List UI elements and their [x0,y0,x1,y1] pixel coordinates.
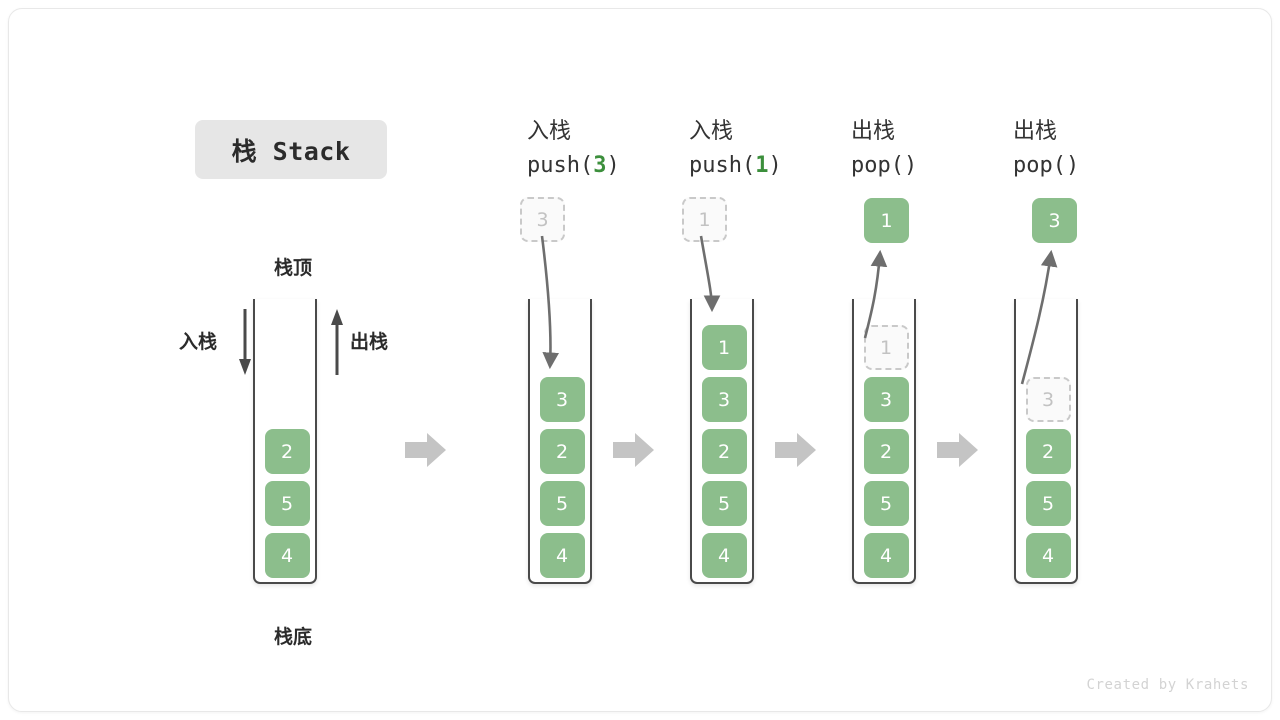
cell-value: 4 [1041,544,1055,567]
stack-cell: 4 [863,533,909,578]
stack-cells-pop-1: 1 3 2 5 4 [854,318,918,578]
stack-container-push-3: 3 2 5 4 [528,299,592,584]
cell-value: 3 [555,388,569,411]
column-header-code: push(3) [527,153,620,178]
cell-value: 3 [536,208,549,231]
stack-cell: 5 [863,481,909,526]
transition-block-arrow-4 [937,433,978,467]
stack-cells-pop-3: 3 2 5 4 [1016,318,1080,578]
stack-cell: 4 [1025,533,1071,578]
column-header-cn: 出栈 [851,119,896,144]
cell-value: 2 [879,440,893,463]
cell-value: 3 [1048,209,1061,232]
cell-value: 1 [879,336,893,359]
stack-cell: 4 [701,533,747,578]
stack-cell: 2 [1025,429,1071,474]
stack-cell: 4 [264,533,310,578]
stack-cells-push-3: 3 2 5 4 [530,370,594,578]
stack-container-pop-1: 1 3 2 5 4 [852,299,916,584]
stack-top-label: 栈顶 [273,257,312,279]
cell-value: 2 [717,440,731,463]
stack-cell: 2 [539,429,585,474]
stack-cell: 1 [701,325,747,370]
column-header-push-3: 入栈 push(3) [527,115,697,183]
cell-value: 4 [280,544,294,567]
stack-cell-ghost: 3 [1025,377,1071,422]
push-direction-arrow-icon [239,309,251,375]
push-side-label: 入栈 [179,331,218,353]
column-header-push-1: 入栈 push(1) [689,115,859,183]
cell-value: 4 [717,544,731,567]
stack-cell-empty [1026,325,1071,370]
stack-cell: 2 [264,429,310,474]
cell-value: 5 [555,492,569,515]
pop-side-label: 出栈 [350,331,389,353]
column-header-cn: 出栈 [1013,119,1058,144]
cell-value: 3 [717,388,731,411]
stack-container-initial: 2 5 4 [253,299,317,584]
stack-cell: 2 [701,429,747,474]
cell-value: 1 [698,208,711,231]
floating-cell-pop-1: 1 [864,198,909,243]
cell-value: 5 [280,492,294,515]
stack-cell: 5 [1025,481,1071,526]
cell-value: 4 [879,544,893,567]
transition-block-arrow-2 [613,433,654,467]
cell-value: 5 [1041,492,1055,515]
floating-cell-pop-3: 3 [1032,198,1077,243]
pop-direction-arrow-icon [331,309,343,375]
stack-cells-initial: 2 5 4 [255,422,319,578]
stack-cell: 2 [863,429,909,474]
column-header-cn: 入栈 [689,119,734,144]
floating-cell-push-3: 3 [520,197,565,242]
stack-cell-ghost: 1 [863,325,909,370]
transition-block-arrow-3 [775,433,816,467]
column-header-code: push(1) [689,153,782,178]
diagram-title: 栈 Stack [231,136,351,166]
column-header-code: pop() [1013,153,1080,178]
stack-cell: 4 [539,533,585,578]
transition-block-arrow-1 [405,433,446,467]
cell-value: 2 [1041,440,1055,463]
floating-cell-push-1: 1 [682,197,727,242]
cell-value: 3 [879,388,893,411]
cell-value: 2 [555,440,569,463]
cell-value: 1 [717,336,731,359]
stack-diagram-card: 栈 Stack 栈顶 栈底 入栈 出栈 入栈 push(3) 入栈 push(1… [8,8,1272,712]
cell-value: 1 [880,209,893,232]
column-header-pop-3: 出栈 pop() [1013,115,1183,183]
stack-bottom-label: 栈底 [273,626,312,648]
cell-value: 4 [555,544,569,567]
cell-value: 2 [280,440,294,463]
stack-cell: 5 [264,481,310,526]
stack-cell: 3 [701,377,747,422]
stack-container-push-1: 1 3 2 5 4 [690,299,754,584]
column-header-code: pop() [851,153,918,178]
stack-cell: 5 [701,481,747,526]
cell-value: 5 [717,492,731,515]
stack-cell: 3 [863,377,909,422]
diagram-title-badge: 栈 Stack [195,120,387,179]
stack-cell: 5 [539,481,585,526]
stack-cell: 3 [539,377,585,422]
cell-value: 5 [879,492,893,515]
stack-cells-push-1: 1 3 2 5 4 [692,318,756,578]
cell-value: 3 [1041,388,1055,411]
stack-container-pop-3: 3 2 5 4 [1014,299,1078,584]
column-header-cn: 入栈 [527,119,572,144]
column-header-pop-1: 出栈 pop() [851,115,1021,183]
credit-text: Created by Krahets [1086,677,1249,693]
